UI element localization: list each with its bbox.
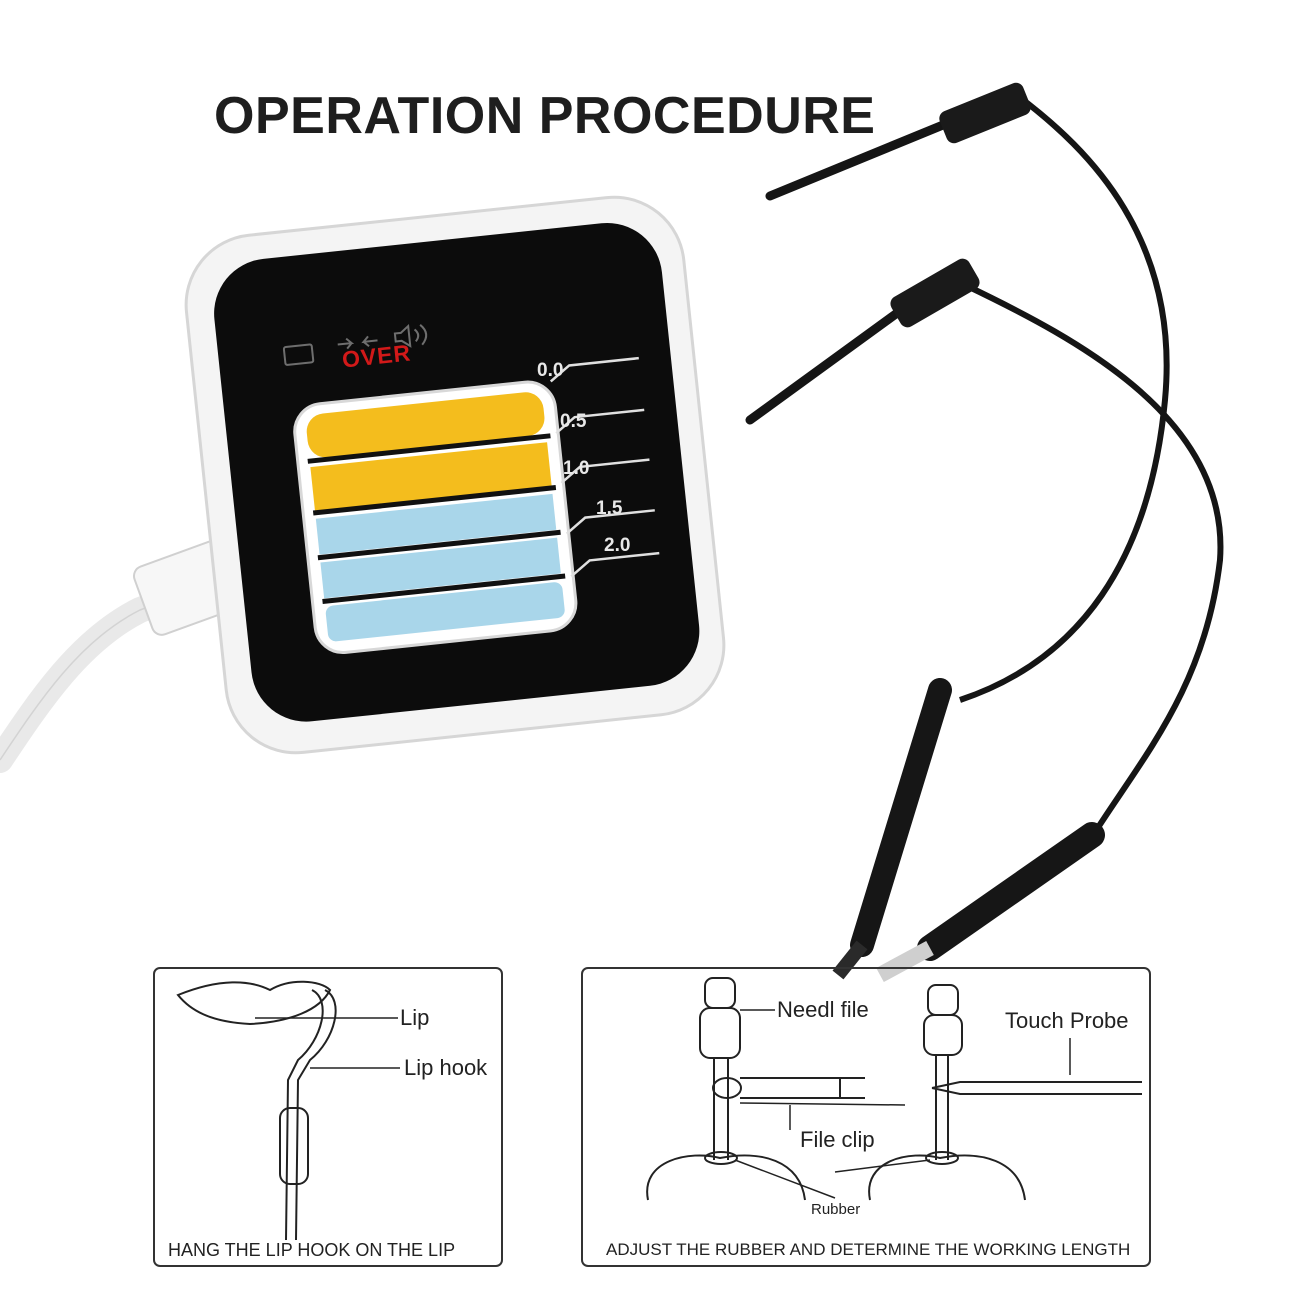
label-rubber: Rubber bbox=[811, 1201, 861, 1218]
lip-hook bbox=[295, 989, 337, 1241]
depth-bar-5 bbox=[325, 582, 565, 642]
page-title: OPERATION PROCEDURE bbox=[214, 87, 876, 145]
scale-label-4: 2.0 bbox=[604, 535, 631, 556]
probe-handle-1 bbox=[850, 678, 952, 957]
panel-right-frame bbox=[581, 967, 1151, 1267]
lip-shape bbox=[176, 980, 332, 1026]
probe-handle-2 bbox=[917, 822, 1105, 961]
depth-bar-1 bbox=[306, 392, 545, 458]
speaker-icon bbox=[393, 323, 428, 348]
touch-probe bbox=[931, 1081, 1142, 1095]
scale-label-1: 0.5 bbox=[560, 411, 587, 432]
label-touch-probe: Touch Probe bbox=[1005, 1008, 1129, 1033]
tooth-right bbox=[868, 1154, 1026, 1201]
clip-wire-1 bbox=[959, 93, 1170, 703]
rubber-stop-left bbox=[704, 1151, 738, 1165]
clip-head-2 bbox=[890, 258, 980, 328]
scale-label-2: 1.0 bbox=[563, 458, 590, 479]
panel-left-frame bbox=[153, 967, 503, 1267]
clip-head-1 bbox=[939, 82, 1031, 144]
caption-left: HANG THE LIP HOOK ON THE LIP bbox=[168, 1240, 456, 1260]
caption-right: ADJUST THE RUBBER AND DETERMINE THE WORK… bbox=[606, 1240, 1131, 1259]
depth-bar-3 bbox=[315, 493, 557, 555]
battery-icon bbox=[282, 343, 315, 366]
clip-hook-2 bbox=[745, 295, 920, 425]
file-clip bbox=[740, 1077, 865, 1099]
clip-wire-2 bbox=[963, 282, 1224, 842]
clip-hook-1 bbox=[765, 113, 965, 201]
needle-file-handle bbox=[704, 977, 736, 1009]
label-lip: Lip bbox=[400, 1005, 430, 1030]
depth-bar-4 bbox=[320, 537, 561, 599]
scale-lines bbox=[549, 356, 660, 578]
scale-label-3: 1.5 bbox=[596, 498, 623, 519]
tooth-left bbox=[646, 1154, 806, 1201]
label-needle-file: Needl file bbox=[777, 997, 869, 1022]
depth-bar-2 bbox=[310, 442, 552, 511]
label-lip-hook: Lip hook bbox=[404, 1055, 488, 1080]
rubber-stop-right bbox=[925, 1151, 959, 1165]
arrows-icon bbox=[337, 335, 378, 350]
scale-label-0: 0.0 bbox=[537, 360, 564, 381]
hook-connector bbox=[279, 1107, 309, 1185]
needle-file bbox=[713, 1058, 729, 1160]
file-clip-ring bbox=[712, 1077, 742, 1099]
label-file-clip: File clip bbox=[800, 1127, 875, 1152]
